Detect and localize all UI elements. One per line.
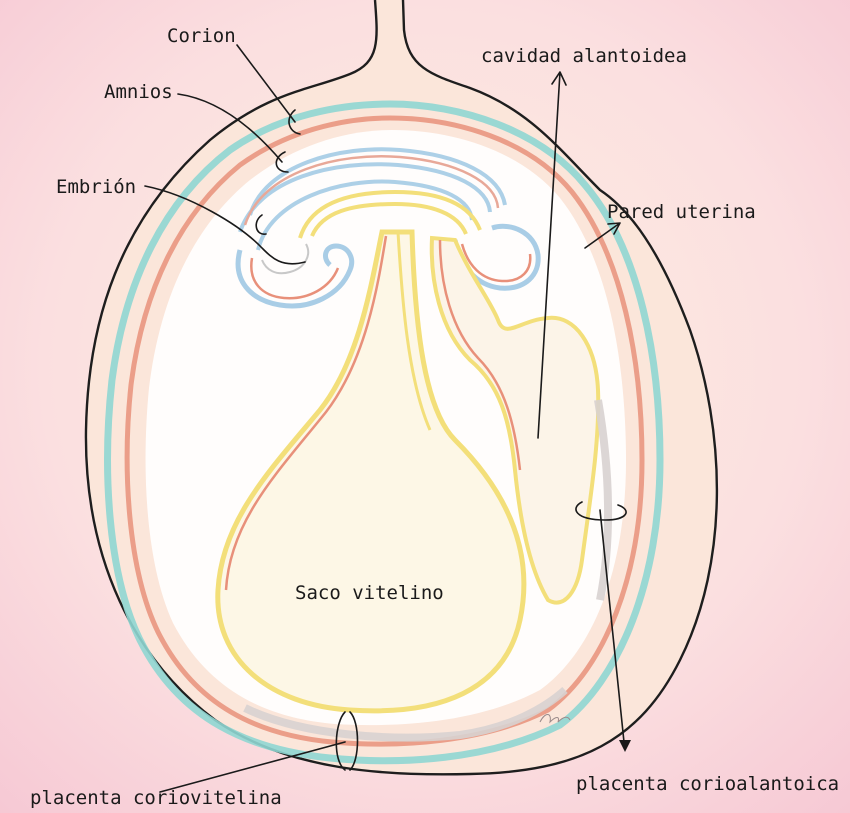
label-embrion: Embrión (56, 176, 136, 198)
label-saco-vitelino: Saco vitelino (295, 582, 444, 604)
label-amnios: Amnios (104, 81, 173, 103)
label-pared-uterina: Pared uterina (607, 201, 756, 223)
label-placenta-coriovitelina: placenta coriovitelina (30, 787, 282, 809)
label-placenta-corioalantoica: placenta corioalantoica (576, 773, 839, 795)
label-corion: Corion (167, 25, 236, 47)
label-cavidad-alantoidea: cavidad alantoidea (481, 45, 687, 67)
